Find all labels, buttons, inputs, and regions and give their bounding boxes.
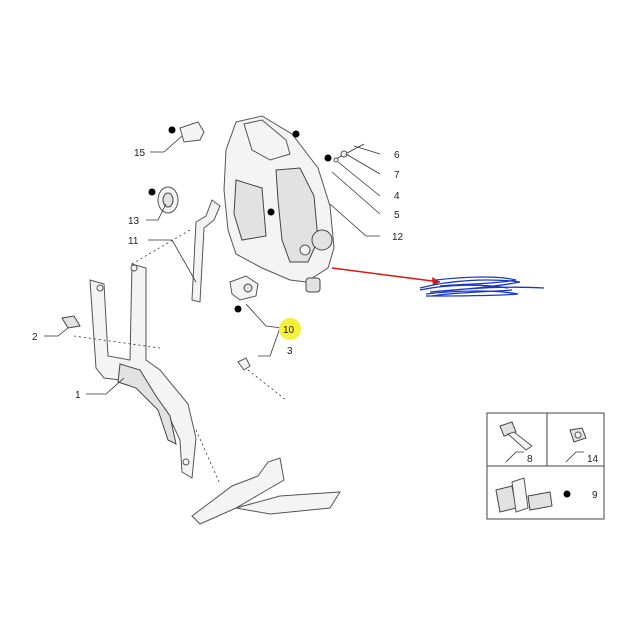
clip-2-part xyxy=(61,315,81,329)
legend-label-nut: 14 xyxy=(587,454,599,465)
callouts: 15 13 11 2 1 10 3 6 7 4 5 12 xyxy=(32,126,404,401)
marker-dot-15 xyxy=(168,126,176,134)
kit-marker-dot xyxy=(563,490,571,498)
frame-rail xyxy=(191,457,341,525)
callout-4: 4 xyxy=(394,191,400,202)
mounting-bracket xyxy=(89,263,197,479)
callout-15: 15 xyxy=(134,148,146,159)
callout-7: 7 xyxy=(394,170,400,181)
legend-label-bolt: 8 xyxy=(527,454,533,465)
screw-6-7-4-5-parts xyxy=(333,143,365,163)
callout-6: 6 xyxy=(394,150,400,161)
callout-5: 5 xyxy=(394,210,400,221)
marker-dot-13 xyxy=(148,188,156,196)
bolt-icon xyxy=(499,421,533,451)
kit-icon xyxy=(495,477,553,513)
marker-dot-10 xyxy=(234,305,242,313)
fitting-10-part xyxy=(229,275,259,301)
callout-2: 2 xyxy=(32,332,38,343)
leader-lines xyxy=(44,135,381,485)
annotation-scribble xyxy=(419,276,545,297)
nut-icon xyxy=(569,427,587,443)
callout-10: 10 xyxy=(283,325,295,336)
cap-15-part xyxy=(179,121,205,143)
marker-dot-12-top xyxy=(292,130,300,138)
legend-label-kit: 9 xyxy=(592,490,598,501)
callout-3: 3 xyxy=(287,346,293,357)
callout-1: 1 xyxy=(75,390,81,401)
reservoir-tank xyxy=(223,115,335,293)
callout-11: 11 xyxy=(128,236,139,247)
screw-3-part xyxy=(237,357,251,371)
highlight-marker xyxy=(279,318,301,340)
hose xyxy=(191,199,221,303)
callout-13: 13 xyxy=(128,216,140,227)
callout-12: 12 xyxy=(392,232,404,243)
marker-dot-12-side xyxy=(267,208,275,216)
legend-box: 8 14 9 xyxy=(486,412,605,520)
marker-dot-12-mid xyxy=(324,154,332,162)
cap-13-part xyxy=(157,186,179,214)
annotation-arrow xyxy=(331,267,441,286)
